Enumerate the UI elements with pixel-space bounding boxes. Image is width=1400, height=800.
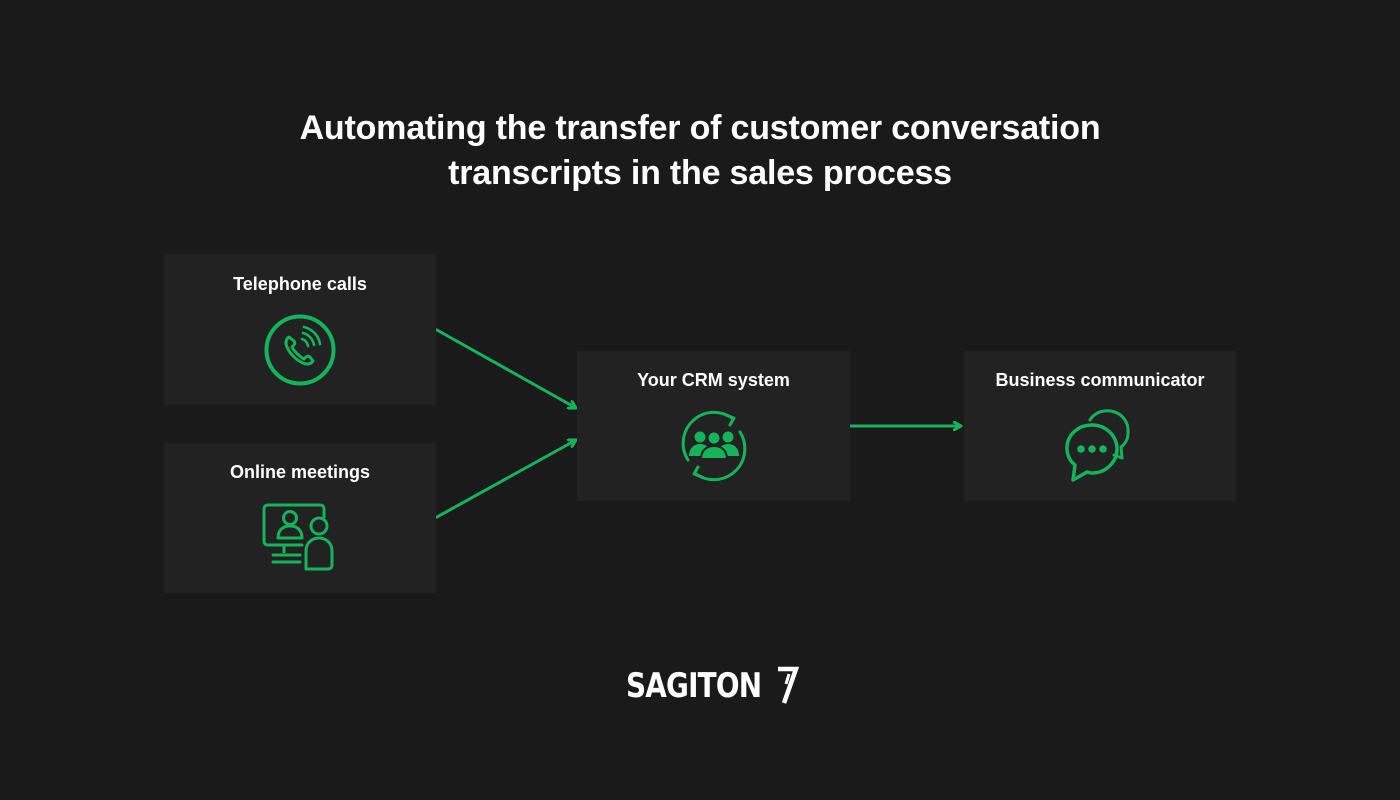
node-label: Business communicator: [995, 370, 1205, 390]
chat-bubbles-icon: [1065, 409, 1130, 482]
node-telephone-calls: Telephone calls: [164, 254, 436, 405]
logo-seven-mark: [777, 666, 799, 704]
title-line-2: transcripts in the sales process: [448, 154, 952, 192]
crm-users-cycle-icon: [681, 410, 746, 482]
arrow-telephone-to-crm: [435, 328, 578, 408]
title-line-1: Automating the transfer of customer conv…: [299, 109, 1101, 147]
video-meeting-icon: [262, 503, 334, 571]
node-business-communicator: Business communicator: [964, 351, 1236, 501]
node-online-meetings: Online meetings: [164, 443, 436, 593]
node-label: Online meetings: [229, 462, 371, 482]
diagram-title: Automating the transfer of customer conv…: [200, 106, 1200, 196]
phone-call-icon: [264, 314, 336, 386]
sagiton-logo: SAGITON: [626, 662, 799, 710]
logo-wordmark: SAGITON: [626, 666, 762, 706]
node-label: Telephone calls: [233, 274, 367, 294]
arrow-meetings-to-crm: [435, 440, 578, 519]
node-label: Your CRM system: [637, 370, 790, 390]
node-crm-system: Your CRM system: [577, 351, 850, 501]
